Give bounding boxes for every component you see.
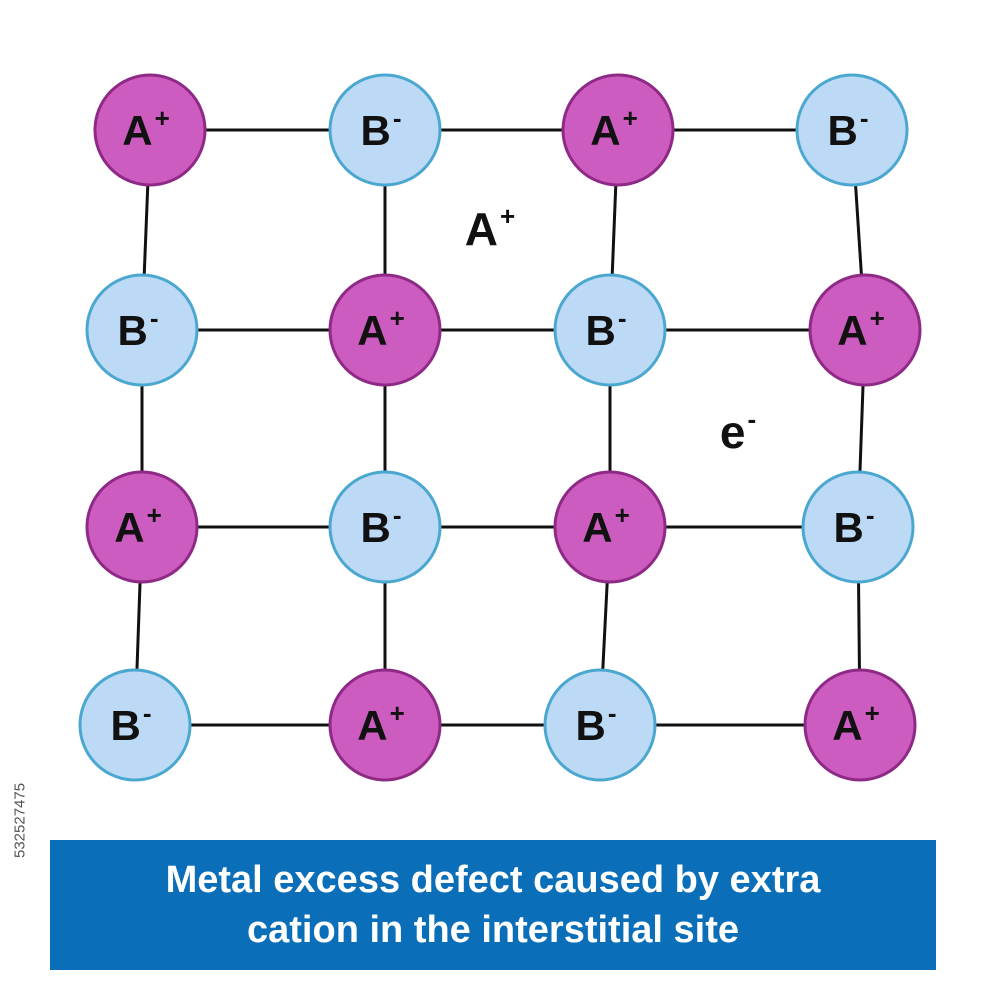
caption-line-1: Metal excess defect caused by extra [165, 859, 821, 901]
anion-node: B- [801, 470, 915, 584]
anion-label: B- [117, 303, 158, 354]
cation-node: A+ [85, 470, 199, 584]
cation-node: A+ [328, 668, 442, 782]
cation-label: A+ [114, 500, 162, 551]
anion-node: B- [85, 273, 199, 387]
free-electron-label: e- [720, 404, 756, 458]
anion-node: B- [328, 470, 442, 584]
cation-node: A+ [553, 470, 667, 584]
cation-circle [803, 668, 917, 782]
caption-line-2: cation in the interstitial site [247, 909, 739, 951]
caption: Metal excess defect caused by extra cati… [50, 840, 936, 970]
anion-node: B- [543, 668, 657, 782]
anion-circle [328, 470, 442, 584]
cation-label: A+ [122, 103, 170, 154]
anion-label: B- [833, 500, 874, 551]
cation-node: A+ [561, 73, 675, 187]
anion-circle [85, 273, 199, 387]
anion-label: B- [360, 103, 401, 154]
anion-circle [328, 73, 442, 187]
cation-circle [328, 668, 442, 782]
cation-circle [328, 273, 442, 387]
anion-circle [795, 73, 909, 187]
crystal-lattice-diagram: A+ B- A+ B- B- A+ B- A+ A+ B- A+ B- B- A+ B- A+ A+ e- [78, 73, 922, 782]
cation-node: A+ [93, 73, 207, 187]
cation-circle [93, 73, 207, 187]
anion-label: B- [110, 698, 151, 749]
interstitial-cation-label: A+ [465, 201, 515, 255]
anion-node: B- [78, 668, 192, 782]
cation-label: A+ [837, 303, 885, 354]
anion-circle [543, 668, 657, 782]
cation-label: A+ [582, 500, 630, 551]
anion-label: B- [827, 103, 868, 154]
cation-circle [85, 470, 199, 584]
anion-label: B- [360, 500, 401, 551]
anion-circle [801, 470, 915, 584]
anion-node: B- [328, 73, 442, 187]
anion-node: B- [795, 73, 909, 187]
anion-circle [78, 668, 192, 782]
cation-circle [553, 470, 667, 584]
cation-circle [561, 73, 675, 187]
anion-node: B- [553, 273, 667, 387]
cation-label: A+ [357, 698, 405, 749]
cation-label: A+ [357, 303, 405, 354]
cation-node: A+ [808, 273, 922, 387]
anion-circle [553, 273, 667, 387]
anion-label: B- [585, 303, 626, 354]
anion-label: B- [575, 698, 616, 749]
cation-node: A+ [328, 273, 442, 387]
cation-circle [808, 273, 922, 387]
cation-node: A+ [803, 668, 917, 782]
lattice-ions: A+ B- A+ B- B- A+ B- A+ A+ B- A+ B- B- A+ B- A+ [78, 73, 922, 782]
cation-label: A+ [590, 103, 638, 154]
cation-label: A+ [832, 698, 880, 749]
stock-image-id: 532527475 [11, 782, 29, 858]
